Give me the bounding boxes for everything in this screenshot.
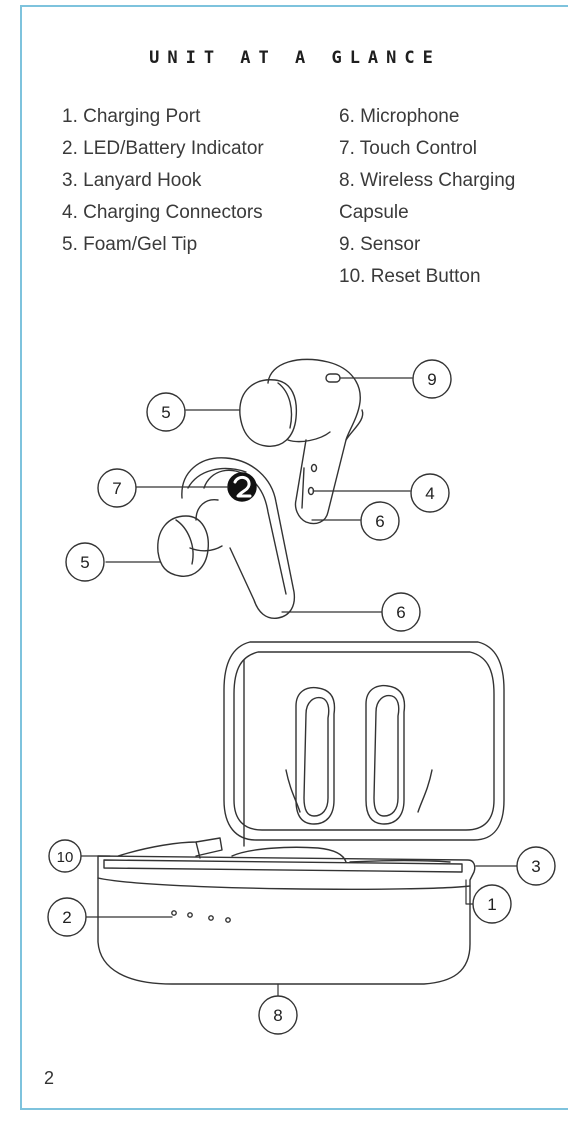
svg-text:6: 6 (375, 512, 384, 531)
svg-text:3: 3 (531, 857, 540, 876)
callout-9: 9 (413, 360, 451, 398)
svg-text:7: 7 (112, 479, 121, 498)
callout-2: 2 (48, 898, 86, 936)
svg-text:5: 5 (161, 403, 170, 422)
case-lid-illustration (224, 642, 504, 846)
svg-text:9: 9 (427, 370, 436, 389)
earbud-right-illustration (268, 359, 363, 523)
callout-3: 3 (517, 847, 555, 885)
ear-tip-top-illustration (240, 380, 297, 446)
svg-text:2: 2 (62, 908, 71, 927)
svg-text:5: 5 (80, 553, 89, 572)
callout-6-bottom: 6 (382, 593, 420, 631)
callout-8: 8 (259, 996, 297, 1034)
svg-text:6: 6 (396, 603, 405, 622)
touch-control-logo (228, 473, 256, 501)
ear-tip-bottom-illustration (158, 516, 209, 576)
callout-leaders (76, 378, 517, 996)
callout-1: 1 (473, 885, 511, 923)
case-base-illustration (98, 838, 475, 984)
svg-text:4: 4 (425, 484, 434, 503)
callout-4: 4 (411, 474, 449, 512)
page-number: 2 (44, 1068, 54, 1089)
callout-5-top: 5 (147, 393, 185, 431)
svg-text:8: 8 (273, 1006, 282, 1025)
callout-10: 10 (49, 840, 81, 872)
callout-5-bottom: 5 (66, 543, 104, 581)
svg-text:10: 10 (57, 849, 74, 866)
svg-text:1: 1 (487, 895, 496, 914)
callout-7: 7 (98, 469, 136, 507)
callout-6-top: 6 (361, 502, 399, 540)
